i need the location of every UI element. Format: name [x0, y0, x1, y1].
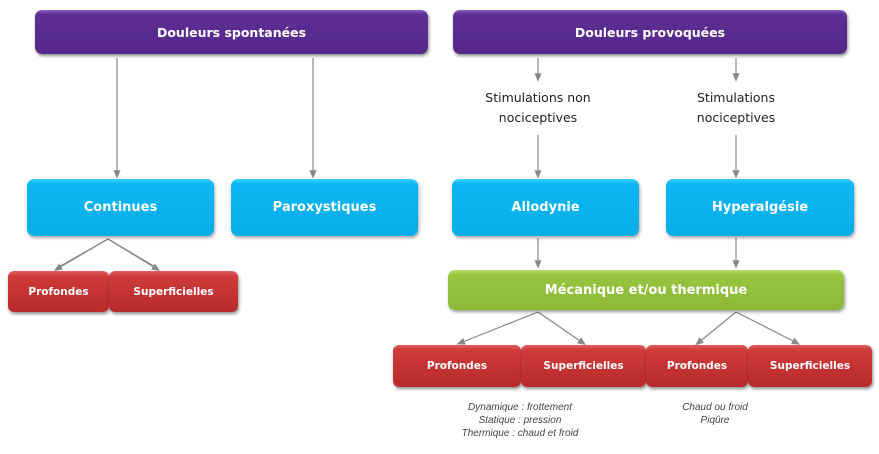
- leaf-allodynie-profondes: Profondes: [393, 345, 521, 387]
- fork-continues: [56, 238, 158, 269]
- note-line: Dynamique : frottement: [468, 402, 572, 413]
- node-label: Douleurs provoquées: [574, 24, 726, 40]
- leaf-continues-superficielles: Superficielles: [109, 271, 238, 312]
- node-label: Paroxystiques: [272, 200, 377, 215]
- node-allodynie: Allodynie: [452, 179, 639, 236]
- node-mecanique-thermique: Mécanique et/ou thermique: [448, 270, 844, 310]
- notes-hyperalgesie: Chaud ou froid Piqûre: [660, 401, 770, 427]
- note-line: Thermique : chaud et froid: [461, 428, 579, 439]
- note-line: Piqûre: [700, 415, 730, 426]
- node-label: Superficielles: [769, 360, 851, 372]
- leaf-allodynie-superficielles: Superficielles: [521, 345, 646, 387]
- fork-allo-right: [537, 311, 586, 346]
- node-douleurs-spontanees: Douleurs spontanées: [35, 10, 428, 54]
- fork-hyper-right: [735, 311, 801, 345]
- leaf-hyperalgesie-profondes: Profondes: [646, 345, 748, 387]
- node-label: Allodynie: [511, 200, 580, 215]
- node-paroxystiques: Paroxystiques: [231, 179, 418, 236]
- node-label: Profondes: [426, 360, 488, 372]
- label-stimulations-non-nociceptives: Stimulations non nociceptives: [468, 88, 608, 128]
- node-hyperalgesie: Hyperalgésie: [666, 179, 854, 236]
- fork-hyper-left: [695, 311, 737, 346]
- node-label: Douleurs spontanées: [156, 24, 307, 40]
- leaf-hyperalgesie-superficielles: Superficielles: [748, 345, 872, 387]
- label-line: Stimulations non: [485, 90, 591, 105]
- fork-allo-left: [456, 311, 539, 345]
- note-line: Statique : pression: [478, 415, 562, 426]
- label-line: Stimulations: [697, 90, 775, 105]
- node-label: Continues: [83, 200, 158, 215]
- node-label: Profondes: [666, 360, 728, 372]
- node-label: Mécanique et/ou thermique: [544, 282, 748, 298]
- node-label: Superficielles: [543, 360, 624, 372]
- notes-allodynie: Dynamique : frottement Statique : pressi…: [425, 401, 615, 440]
- node-douleurs-provoquees: Douleurs provoquées: [453, 10, 847, 54]
- leaf-continues-profondes: Profondes: [8, 271, 109, 312]
- node-label: Profondes: [28, 285, 89, 298]
- node-label: Hyperalgésie: [711, 200, 809, 215]
- label-line: nociceptives: [696, 110, 776, 125]
- note-line: Chaud ou froid: [682, 402, 748, 413]
- node-continues: Continues: [27, 179, 214, 236]
- label-line: nociceptives: [498, 110, 578, 125]
- label-stimulations-nociceptives: Stimulations nociceptives: [666, 88, 806, 128]
- node-label: Superficielles: [133, 285, 214, 298]
